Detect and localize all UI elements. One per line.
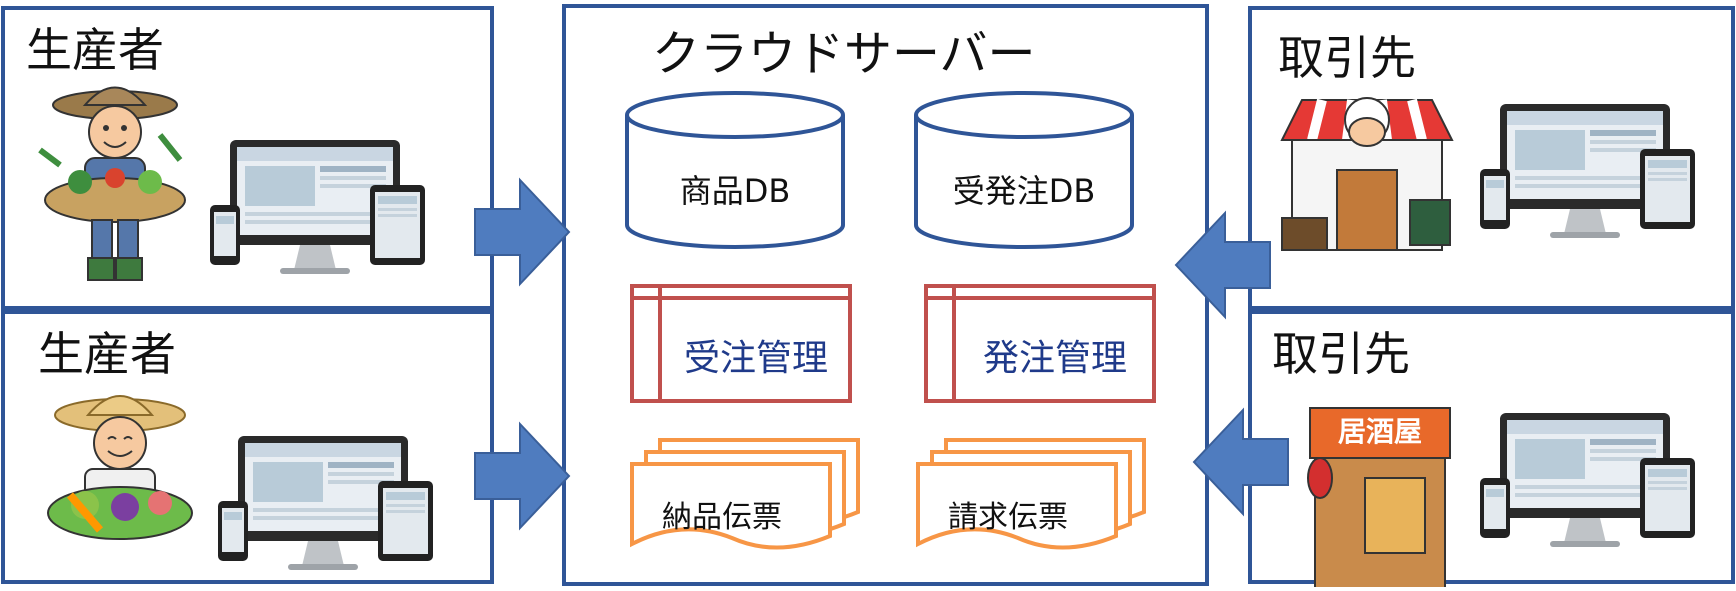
partner-title: 取引先 — [1272, 327, 1410, 381]
invoice-label: 請求伝票 — [948, 500, 1068, 535]
arrow-producer2-to-cloud — [474, 423, 570, 529]
devices-image — [210, 140, 425, 274]
product-db-label: 商品DB — [679, 172, 791, 210]
order-db-label: 受発注DB — [952, 172, 1096, 210]
devices-image — [1480, 104, 1695, 238]
shop-illustration — [1280, 97, 1454, 251]
devices-image — [1480, 413, 1695, 547]
order-receiving-module — [630, 284, 852, 403]
producer-panel — [1, 310, 494, 584]
delivery-slip-stack — [630, 438, 860, 550]
invoice-stack — [916, 438, 1146, 550]
ordering-module — [924, 284, 1156, 403]
order-receiving-label: 受注管理 — [683, 338, 828, 379]
producer-title: 生産者 — [26, 23, 164, 77]
farmer-illustration — [38, 86, 186, 281]
farmer-illustration — [47, 395, 193, 540]
product-db-cylinder — [625, 91, 845, 249]
partner-title: 取引先 — [1278, 31, 1416, 85]
cloud-server-title: クラウドサーバー — [652, 26, 1036, 82]
order-db-cylinder — [914, 91, 1134, 249]
arrow-partner1-to-cloud — [1175, 212, 1271, 318]
arrow-producer1-to-cloud — [474, 179, 570, 285]
partner-panel — [1248, 6, 1735, 310]
producer-title: 生産者 — [38, 327, 176, 381]
izakaya-sign-text: 居酒屋 — [1338, 415, 1422, 448]
devices-image — [218, 436, 433, 570]
producer-panel — [1, 6, 494, 310]
delivery-slip-label: 納品伝票 — [662, 500, 782, 535]
ordering-label: 発注管理 — [982, 338, 1127, 379]
